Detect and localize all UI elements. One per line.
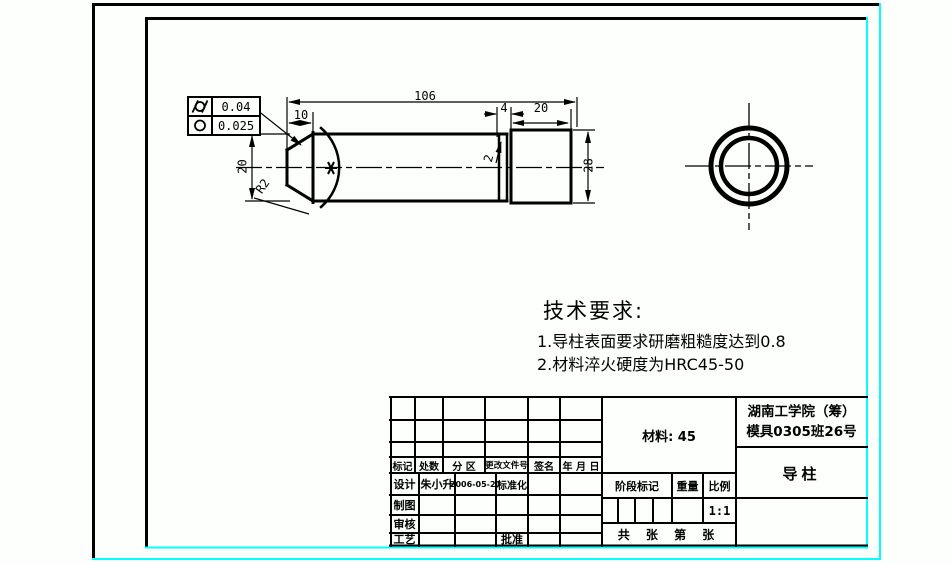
dim-head-length: 20 bbox=[533, 101, 549, 115]
gdt-roundness-row: 0.025 bbox=[189, 115, 259, 134]
tech-requirement-1: 1.导柱表面要求研磨粗糙度达到0.8 bbox=[537, 332, 786, 351]
tb-header-signature: 签名 bbox=[534, 461, 554, 473]
tb-header-mark: 标记 bbox=[392, 461, 413, 473]
gdt-frame: 0.04 0.025 bbox=[187, 96, 261, 136]
outer-frame bbox=[92, 3, 881, 560]
groove-depth-leader bbox=[495, 141, 502, 164]
cylindricity-icon bbox=[189, 98, 213, 115]
tb-draft-label: 制图 bbox=[393, 499, 416, 512]
tb-process-label: 工艺 bbox=[393, 533, 416, 546]
tb-scale-value: 1:1 bbox=[708, 503, 731, 518]
dim-nose-length: 10 bbox=[293, 108, 309, 122]
inner-frame bbox=[145, 17, 868, 548]
tb-design-label: 设计 bbox=[393, 478, 416, 491]
end-view bbox=[708, 125, 790, 207]
tb-review-label: 审核 bbox=[393, 518, 416, 531]
tb-org-line1: 湖南工学院（筹） bbox=[747, 404, 856, 420]
dimension-lines bbox=[245, 97, 595, 215]
roundness-icon bbox=[189, 117, 213, 134]
tb-org-line2: 模具0305班26号 bbox=[746, 424, 857, 440]
dim-overall-length: 106 bbox=[414, 89, 436, 103]
tb-weight-label: 重量 bbox=[676, 479, 699, 493]
cylindricity-value: 0.04 bbox=[221, 99, 251, 114]
nose-radius-leader bbox=[253, 197, 310, 215]
head-outline bbox=[509, 128, 573, 205]
gdt-leader bbox=[256, 109, 302, 146]
tech-requirements-heading: 技术要求: bbox=[543, 299, 645, 323]
tech-requirement-2: 2.材料淬火硬度为HRC45-50 bbox=[537, 355, 745, 374]
tb-stage-label: 阶段标记 bbox=[615, 479, 659, 493]
centerlines bbox=[236, 103, 813, 230]
tb-designer-name: 朱小升 bbox=[420, 478, 454, 491]
tb-design-date: 2006-05-27 bbox=[449, 479, 502, 489]
title-block-grid bbox=[389, 396, 868, 547]
tb-header-count: 处数 bbox=[419, 461, 439, 473]
gdt-cylindricity-row: 0.04 bbox=[189, 98, 259, 115]
roundness-value: 0.025 bbox=[217, 118, 255, 133]
tb-standardize-label: 标准化 bbox=[497, 480, 527, 492]
tb-header-date: 年 月 日 bbox=[562, 461, 600, 473]
dim-shaft-diameter: 20 bbox=[235, 159, 250, 174]
tb-sheet-info: 共 张 第 张 bbox=[617, 528, 721, 542]
dim-groove-width: 4 bbox=[500, 101, 508, 115]
tb-header-doc-no: 更改文件号 bbox=[485, 461, 528, 471]
tb-part-name: 导柱 bbox=[782, 464, 821, 483]
frame-accent-lines bbox=[92, 3, 881, 560]
sphere-center-mark bbox=[325, 161, 337, 175]
dim-head-diameter: 28 bbox=[581, 158, 596, 173]
tb-scale-label: 比例 bbox=[708, 479, 731, 493]
tb-material: 材料: 45 bbox=[642, 430, 696, 445]
tb-header-zone: 分 区 bbox=[452, 461, 476, 473]
tb-approve-label: 批准 bbox=[501, 533, 523, 546]
